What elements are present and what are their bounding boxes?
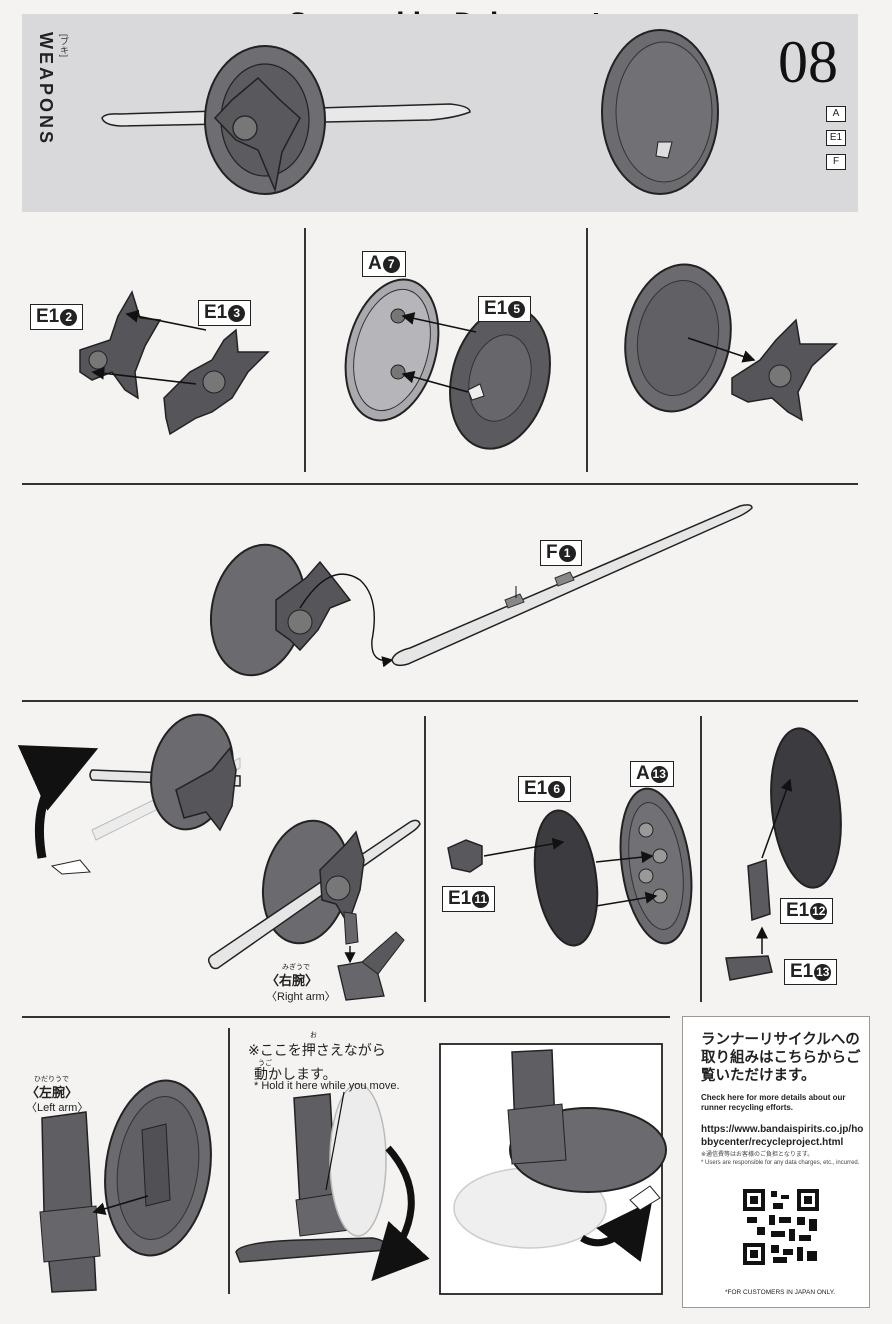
recycle-footer: *FOR CUSTOMERS IN JAPAN ONLY. [725, 1289, 836, 1296]
step-number: 08 [778, 29, 838, 95]
left-arm-label-jp: 〈左腕〉 [26, 1085, 79, 1100]
hold-ruby-1: お [310, 1032, 317, 1039]
col-divider-1 [304, 228, 306, 472]
step6-parts [447, 787, 693, 947]
step7-parts [725, 727, 842, 981]
row-divider-3 [22, 1016, 670, 1018]
step9-hold-and-rotate [235, 1083, 430, 1282]
col-divider-2 [586, 228, 588, 472]
col-divider-3 [424, 716, 426, 1002]
step2-parts [344, 278, 551, 450]
right-arm-label-jp: 〈右腕〉 [266, 973, 319, 988]
step4-parts [209, 504, 753, 677]
step5-rotate-inset [17, 713, 241, 875]
recycle-info-box: ランナーリサイクルへの取り組みはこちらからご覧いただけます。 Check her… [682, 1016, 870, 1308]
col-divider-5 [228, 1028, 230, 1294]
recycle-description: Check here for more details about our ru… [701, 1093, 846, 1112]
row-divider-2 [22, 700, 858, 702]
header-shield-back [601, 29, 719, 195]
row-divider-1 [22, 483, 858, 485]
step8-left-arm-shield [39, 1079, 212, 1293]
step1-parts [79, 290, 270, 436]
recycle-note-jp: ※通信費等はお客様のご負担となります。 [701, 1152, 814, 1158]
hold-note-jp-1: ※ここを押さえながら [248, 1042, 386, 1058]
recycle-url-link[interactable]: https://www.bandaispirits.co.jp/hobbycen… [701, 1124, 864, 1148]
step9-inset [439, 1043, 667, 1295]
left-arm-ruby: ひだりうで [34, 1076, 69, 1083]
runner-tag-f: F [826, 154, 846, 170]
recycle-title: ランナーリサイクルへの取り組みはこちらからご覧いただけます。 [701, 1032, 861, 1084]
hold-note-en: * Hold it here while you move. [254, 1080, 400, 1092]
step5-shield-right-arm [207, 819, 421, 1001]
runner-tag-a: A [826, 106, 846, 122]
hold-ruby-2: うご [258, 1060, 272, 1067]
right-arm-ruby: みぎうで [282, 964, 310, 971]
section-title: WEAPONS [36, 32, 56, 147]
left-arm-label-en: 〈Left arm〉 [26, 1102, 89, 1114]
col-divider-4 [700, 716, 702, 1002]
recycle-note-en: * Users are responsible for any data cha… [701, 1160, 860, 1166]
header-shield-assembly [101, 45, 471, 195]
right-arm-label-en: 〈Right arm〉 [266, 991, 336, 1003]
qr-code-icon[interactable] [743, 1189, 819, 1265]
hold-note-jp-2: 動かします。 [254, 1066, 337, 1082]
runner-tag-e1: E1 [826, 130, 846, 146]
section-title-kana: [ブキ] [59, 34, 69, 58]
step3-parts [624, 263, 838, 422]
